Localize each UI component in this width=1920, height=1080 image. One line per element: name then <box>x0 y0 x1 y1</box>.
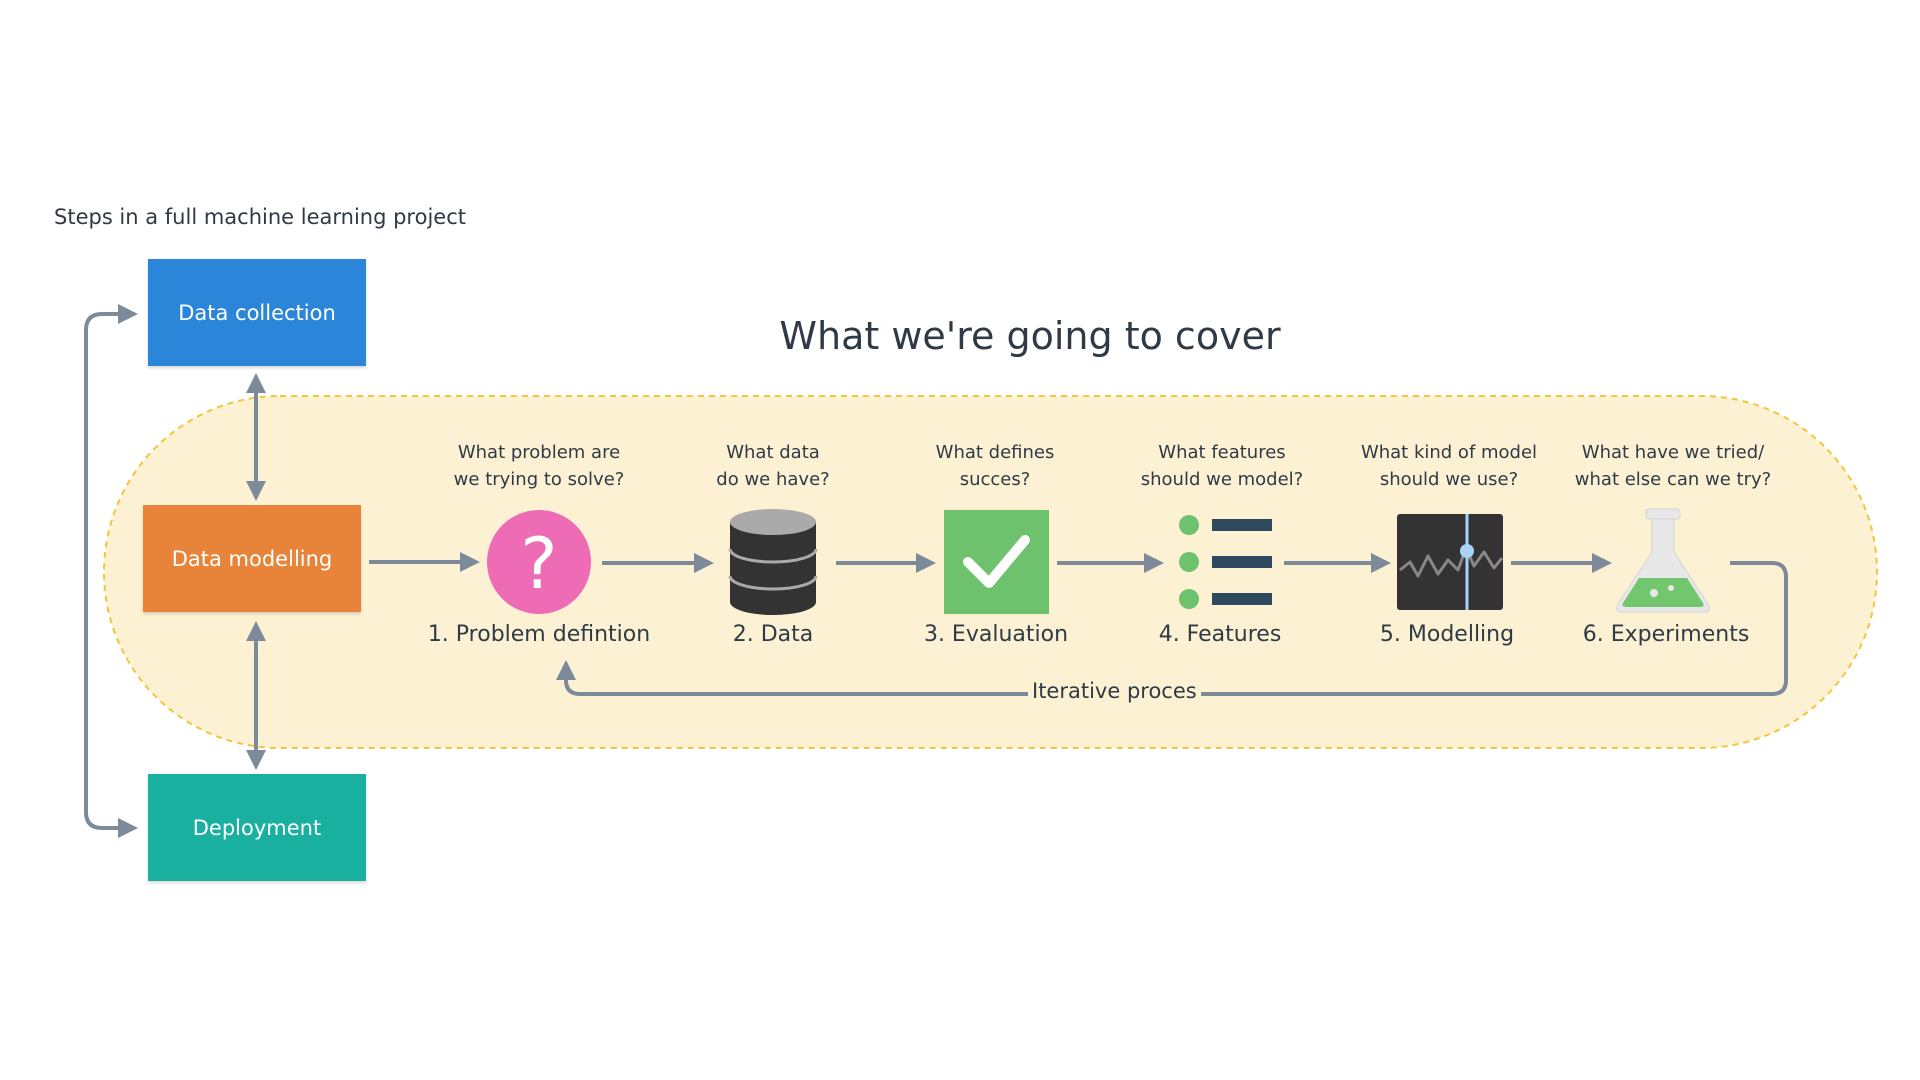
step-5-question-line-2: should we use? <box>1379 469 1519 490</box>
step-4-question: What features should we model? <box>1112 439 1332 493</box>
step-2-question: What data do we have? <box>663 439 883 493</box>
data-modelling-box: Data modelling <box>143 505 361 612</box>
step-1-question: What problem are we trying to solve? <box>429 439 649 493</box>
step-6-question: What have we tried/ what else can we try… <box>1563 439 1783 493</box>
step-6-label: 6. Experiments <box>1582 622 1750 647</box>
step-1-question-line-1: What problem are <box>457 442 621 463</box>
step-3-question-line-1: What defines <box>935 442 1055 463</box>
step-2-question-line-1: What data <box>726 442 820 463</box>
deployment-label: Deployment <box>192 815 322 840</box>
line-chart-icon <box>1397 514 1504 610</box>
flask-icon <box>1616 508 1710 613</box>
data-modelling-label: Data modelling <box>171 546 333 571</box>
step-3-label: 3. Evaluation <box>923 622 1069 647</box>
iterative-process-label: Iterative proces <box>1028 679 1201 703</box>
step-4-label: 4. Features <box>1158 622 1282 647</box>
step-1-question-line-2: we trying to solve? <box>453 469 625 490</box>
step-6-question-line-1: What have we tried/ <box>1581 442 1765 463</box>
step-3-question-line-2: succes? <box>959 469 1031 490</box>
svg-text:?: ? <box>520 523 557 605</box>
step-2-label: 2. Data <box>732 622 814 647</box>
collection-deployment-loop-arrow <box>84 304 138 838</box>
feature-list-icon <box>1179 515 1272 609</box>
step-5-question-line-1: What kind of model <box>1360 442 1538 463</box>
section-heading: What we're going to cover <box>779 314 1281 358</box>
database-icon <box>728 509 818 615</box>
data-collection-label: Data collection <box>178 300 336 325</box>
step-5-label: 5. Modelling <box>1379 622 1515 647</box>
step-4-question-line-2: should we model? <box>1140 469 1304 490</box>
step-3-question: What defines succes? <box>885 439 1105 493</box>
checkmark-icon <box>944 510 1049 614</box>
step-6-question-line-2: what else can we try? <box>1574 469 1772 490</box>
data-collection-box: Data collection <box>148 259 366 366</box>
step-4-question-line-1: What features <box>1158 442 1286 463</box>
step-1-label: 1. Problem defintion <box>427 622 651 647</box>
page-title: Steps in a full machine learning project <box>54 205 466 229</box>
question-mark-icon: ? <box>487 510 591 614</box>
deployment-box: Deployment <box>148 774 366 881</box>
iterative-loop-arrow <box>556 561 1788 696</box>
step-5-question: What kind of model should we use? <box>1339 439 1559 493</box>
step-2-question-line-2: do we have? <box>716 469 830 490</box>
